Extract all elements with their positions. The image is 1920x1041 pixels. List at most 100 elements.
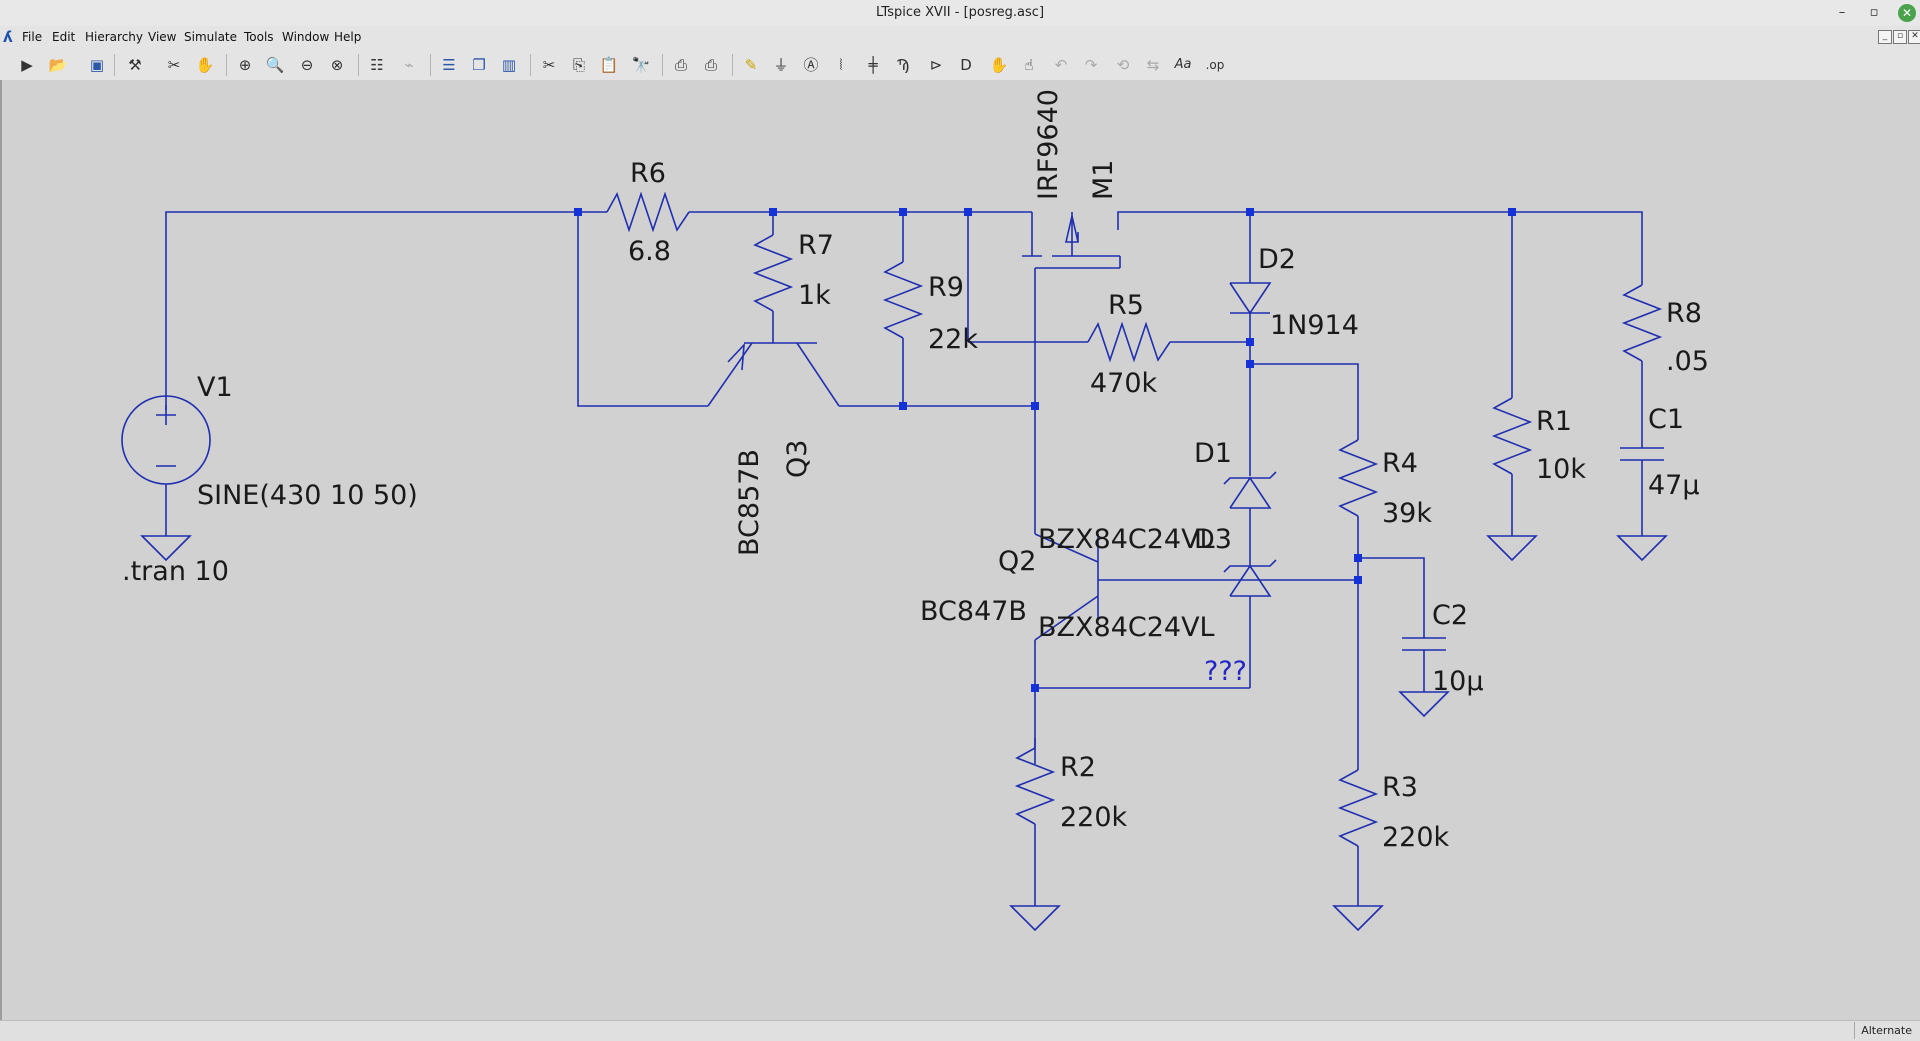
zoom-out-icon[interactable]: ⊖: [300, 56, 314, 74]
halt-icon[interactable]: ✋: [195, 56, 215, 74]
junction: [899, 208, 907, 216]
r8-value: .05: [1666, 346, 1709, 377]
text-icon[interactable]: Aa: [1174, 57, 1192, 72]
d2-symbol[interactable]: [1229, 282, 1272, 315]
junction: [574, 208, 582, 216]
zoom-in-icon[interactable]: ⊕: [238, 56, 252, 74]
run-icon[interactable]: ▶: [21, 56, 33, 74]
open-icon[interactable]: 📂: [48, 56, 68, 74]
menu-simulate[interactable]: Simulate: [184, 30, 238, 44]
r3-name: R3: [1382, 772, 1418, 803]
r5-name: R5: [1108, 290, 1144, 321]
junction: [964, 208, 972, 216]
r6-symbol[interactable]: [606, 191, 690, 233]
r7-symbol[interactable]: [752, 234, 794, 312]
menu-tools[interactable]: Tools: [244, 30, 274, 44]
junction: [1031, 684, 1039, 692]
r3-value: 220k: [1382, 822, 1450, 853]
ground-r3: [1332, 905, 1384, 932]
cut-icon[interactable]: ✂: [542, 56, 556, 74]
autorange-icon[interactable]: ☷: [370, 56, 384, 74]
c1-name: C1: [1648, 404, 1684, 435]
cascade-icon[interactable]: ❐: [472, 56, 486, 74]
r3-symbol[interactable]: [1337, 769, 1379, 847]
window-title: LTspice XVII - [posreg.asc]: [875, 5, 1045, 20]
r2-symbol[interactable]: [1014, 747, 1056, 825]
menu-hierarchy[interactable]: Hierarchy: [85, 30, 144, 44]
junction: [899, 402, 907, 410]
unknown-label: ???: [1204, 656, 1247, 687]
status-mode: Alternate: [1854, 1022, 1918, 1039]
mdi-restore-button[interactable]: ▫: [1893, 30, 1907, 44]
q2-value: BC847B: [920, 596, 1027, 627]
zoom-cancel-icon[interactable]: ⊗: [330, 56, 344, 74]
ground-r1: [1486, 535, 1538, 562]
move-icon[interactable]: ✋: [989, 56, 1009, 74]
wire-top-right: [1117, 211, 1643, 285]
wire-v1-top: [165, 211, 578, 410]
print-icon[interactable]: ⎙: [674, 56, 687, 74]
r8-symbol[interactable]: [1621, 284, 1663, 362]
label-icon[interactable]: Ⓐ: [803, 56, 819, 74]
tran-directive[interactable]: .tran 10: [122, 556, 229, 587]
mdi-close-button[interactable]: ✕: [1908, 30, 1920, 44]
d3-symbol[interactable]: [1229, 564, 1272, 597]
restore-button[interactable]: ▫: [1869, 5, 1879, 20]
menu-help[interactable]: Help: [334, 30, 362, 44]
menu-view[interactable]: View: [148, 30, 177, 44]
title-bar: LTspice XVII - [posreg.asc] – ▫ ✕: [0, 0, 1920, 26]
find-icon[interactable]: 🔭: [631, 56, 651, 74]
r4-symbol[interactable]: [1337, 439, 1379, 517]
undo-probe-icon[interactable]: ✂: [167, 56, 181, 74]
copy-icon[interactable]: ⎘: [572, 56, 585, 74]
schematic-canvas[interactable]: V1 SINE(430 10 50) .tran 10 R6 6.8 R7 1k…: [0, 80, 1920, 1020]
menu-file[interactable]: File: [22, 30, 43, 44]
waveform-icon: ⌁: [404, 56, 414, 74]
m1-name: M1: [1088, 160, 1119, 200]
minimize-button[interactable]: –: [1838, 5, 1846, 20]
tile-horizontal-icon[interactable]: ☰: [442, 56, 456, 74]
spice-directive-icon[interactable]: .op: [1205, 58, 1225, 72]
d1-name: D1: [1194, 438, 1232, 469]
r9-name: R9: [928, 272, 964, 303]
r8-name: R8: [1666, 298, 1702, 329]
drag-icon[interactable]: ☝: [1024, 56, 1034, 74]
diode-icon[interactable]: ⊳: [929, 56, 943, 74]
paste-icon[interactable]: 📋: [599, 56, 619, 74]
r1-name: R1: [1536, 406, 1572, 437]
junction: [1246, 338, 1254, 346]
r6-value: 6.8: [628, 236, 671, 267]
control-panel-icon[interactable]: ⚒: [128, 56, 142, 74]
component-icon[interactable]: D: [960, 56, 972, 74]
wire-icon[interactable]: ✎: [744, 56, 758, 74]
status-bar: Alternate: [0, 1020, 1920, 1041]
ltspice-logo-icon[interactable]: ʎ: [3, 28, 13, 46]
c1-value: 47µ: [1648, 470, 1700, 501]
d2-value: 1N914: [1270, 310, 1359, 341]
junction: [1354, 554, 1362, 562]
ground-icon[interactable]: ⏚: [773, 56, 789, 74]
v1-name: V1: [197, 372, 233, 403]
r5-symbol[interactable]: [1087, 321, 1171, 363]
junction: [769, 208, 777, 216]
r2-name: R2: [1060, 752, 1096, 783]
inductor-icon[interactable]: Ϡ: [896, 56, 910, 74]
d1-symbol[interactable]: [1229, 476, 1272, 509]
q3-name: Q3: [782, 440, 813, 478]
v1-value: SINE(430 10 50): [197, 480, 418, 511]
q2-name: Q2: [998, 546, 1036, 577]
resistor-icon[interactable]: ⦚: [839, 56, 843, 74]
menu-edit[interactable]: Edit: [52, 30, 76, 44]
c2-name: C2: [1432, 600, 1468, 631]
mdi-minimize-button[interactable]: _: [1878, 30, 1892, 44]
close-button[interactable]: ✕: [1898, 4, 1916, 22]
r4-value: 39k: [1382, 498, 1432, 529]
r9-symbol[interactable]: [882, 261, 924, 339]
tile-vertical-icon[interactable]: ▥: [501, 56, 517, 74]
print-preview-icon[interactable]: ⎙: [704, 56, 717, 74]
zoom-fit-icon[interactable]: 🔍: [265, 56, 285, 74]
r1-symbol[interactable]: [1491, 397, 1533, 475]
capacitor-icon[interactable]: ╪: [868, 56, 878, 74]
menu-window[interactable]: Window: [282, 30, 330, 44]
save-icon[interactable]: ▣: [89, 56, 105, 74]
